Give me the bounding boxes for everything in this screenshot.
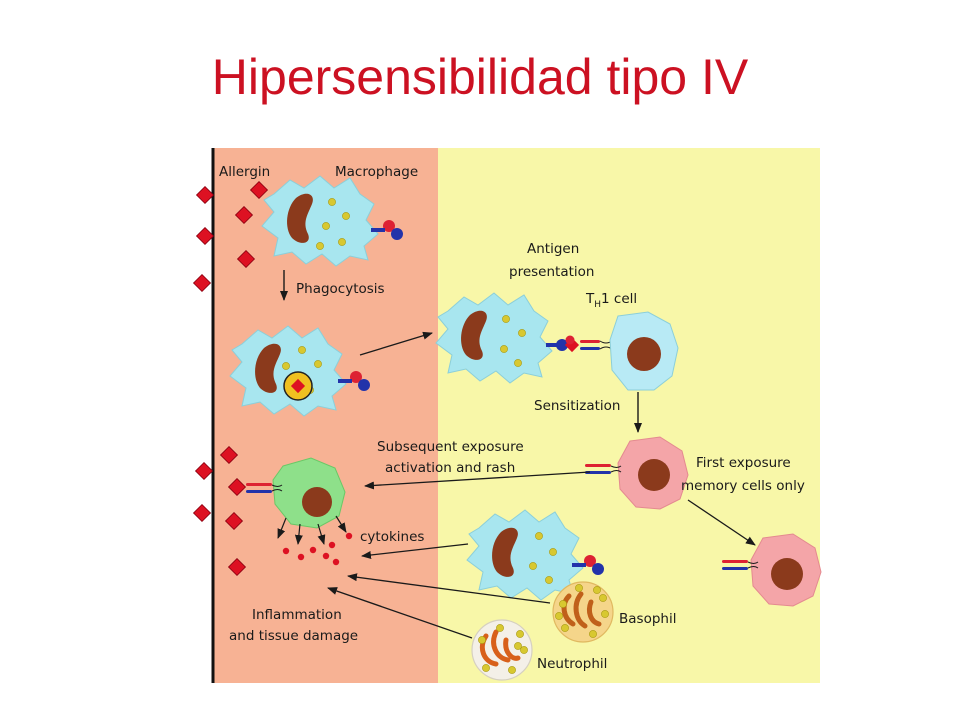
neutrophil-arrow <box>327 587 473 639</box>
tcr-receptor-icon <box>585 464 622 474</box>
memory-t-cell <box>617 436 689 510</box>
label-macrophage: Macrophage <box>335 164 418 180</box>
neutrophil-cell <box>471 619 533 681</box>
allergen-particles <box>192 180 269 577</box>
label-subsequent-exposure: Subsequent exposure <box>377 439 524 455</box>
allergen-diamond <box>219 445 239 465</box>
basophil-arrow <box>347 573 551 604</box>
allergen-diamond <box>192 503 212 523</box>
allergen-diamond <box>227 477 247 497</box>
allergen-diamond <box>195 185 215 205</box>
label-activation-rash: activation and rash <box>385 460 515 476</box>
label-sensitization: Sensitization <box>534 398 620 414</box>
label-inflammation: Inflammation <box>252 607 342 623</box>
slide-title: Hipersensibilidad tipo IV <box>211 49 749 105</box>
label-presentation: presentation <box>509 264 594 280</box>
label-neutrophil: Neutrophil <box>537 656 607 672</box>
allergen-diamond <box>195 226 215 246</box>
mhc-receptor-icon <box>371 220 403 240</box>
activated-t-cell <box>272 457 346 529</box>
allergen-diamond <box>234 205 254 225</box>
th1-cell <box>609 311 679 391</box>
label-memory-cells-only: memory cells only <box>681 478 805 494</box>
label-th1-cell: TH1 cell <box>585 291 637 310</box>
label-basophil: Basophil <box>619 611 676 627</box>
arrow-to-presentation <box>359 331 433 356</box>
tcr-receptor-icon <box>722 560 759 570</box>
label-cytokines: cytokines <box>360 529 424 545</box>
allergen-diamond <box>192 273 212 293</box>
right-zone <box>438 148 820 683</box>
tcr-receptor-icon <box>246 483 283 493</box>
mhc-receptor-icon <box>572 555 604 575</box>
allergen-diamond <box>224 511 244 531</box>
cytokine-release-arrows <box>277 515 347 545</box>
allergen-diamond <box>236 249 256 269</box>
cytokine-dots <box>282 532 353 566</box>
label-antigen: Antigen <box>527 241 579 257</box>
allergen-diamond <box>227 557 247 577</box>
basophil-cell <box>552 581 614 643</box>
label-phagocytosis: Phagocytosis <box>296 281 385 297</box>
allergen-diamond <box>249 180 269 200</box>
allergen-diamond <box>194 461 214 481</box>
subsequent-exposure-arrow <box>364 471 591 490</box>
mhc-receptor-icon <box>338 371 370 391</box>
macrophage-engulfing-cell <box>229 325 347 417</box>
memory-t-cell <box>750 533 822 607</box>
label-allergen: Allergin <box>219 164 270 180</box>
antigen-tcr-complex <box>546 335 613 353</box>
first-exposure-arrow <box>687 499 756 546</box>
label-tissue-damage: and tissue damage <box>229 628 358 644</box>
macrophage-to-cytokine-arrow <box>361 543 469 559</box>
label-first-exposure: First exposure <box>696 455 791 471</box>
